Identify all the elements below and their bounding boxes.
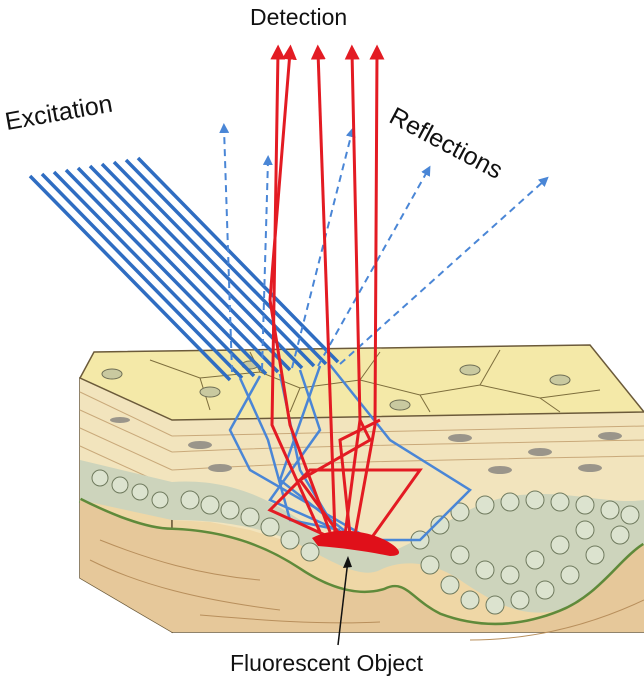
fluorescent-object-label: Fluorescent Object [230, 650, 424, 676]
tissue-top-surface [78, 344, 644, 421]
basal-cell-region [172, 481, 644, 613]
fluorescent-pointer [337, 556, 352, 646]
fluorescent-object [312, 530, 400, 556]
reflection-rays [219, 123, 549, 373]
top-nuclei [101, 360, 571, 411]
dermis [80, 500, 644, 632]
layer-nuclei [110, 417, 622, 474]
basal-cells [91, 469, 640, 615]
excitation-beams [28, 156, 340, 382]
detection-rays [267, 44, 423, 541]
detection-label: Detection [250, 4, 348, 30]
dermis-fibers [89, 539, 644, 641]
